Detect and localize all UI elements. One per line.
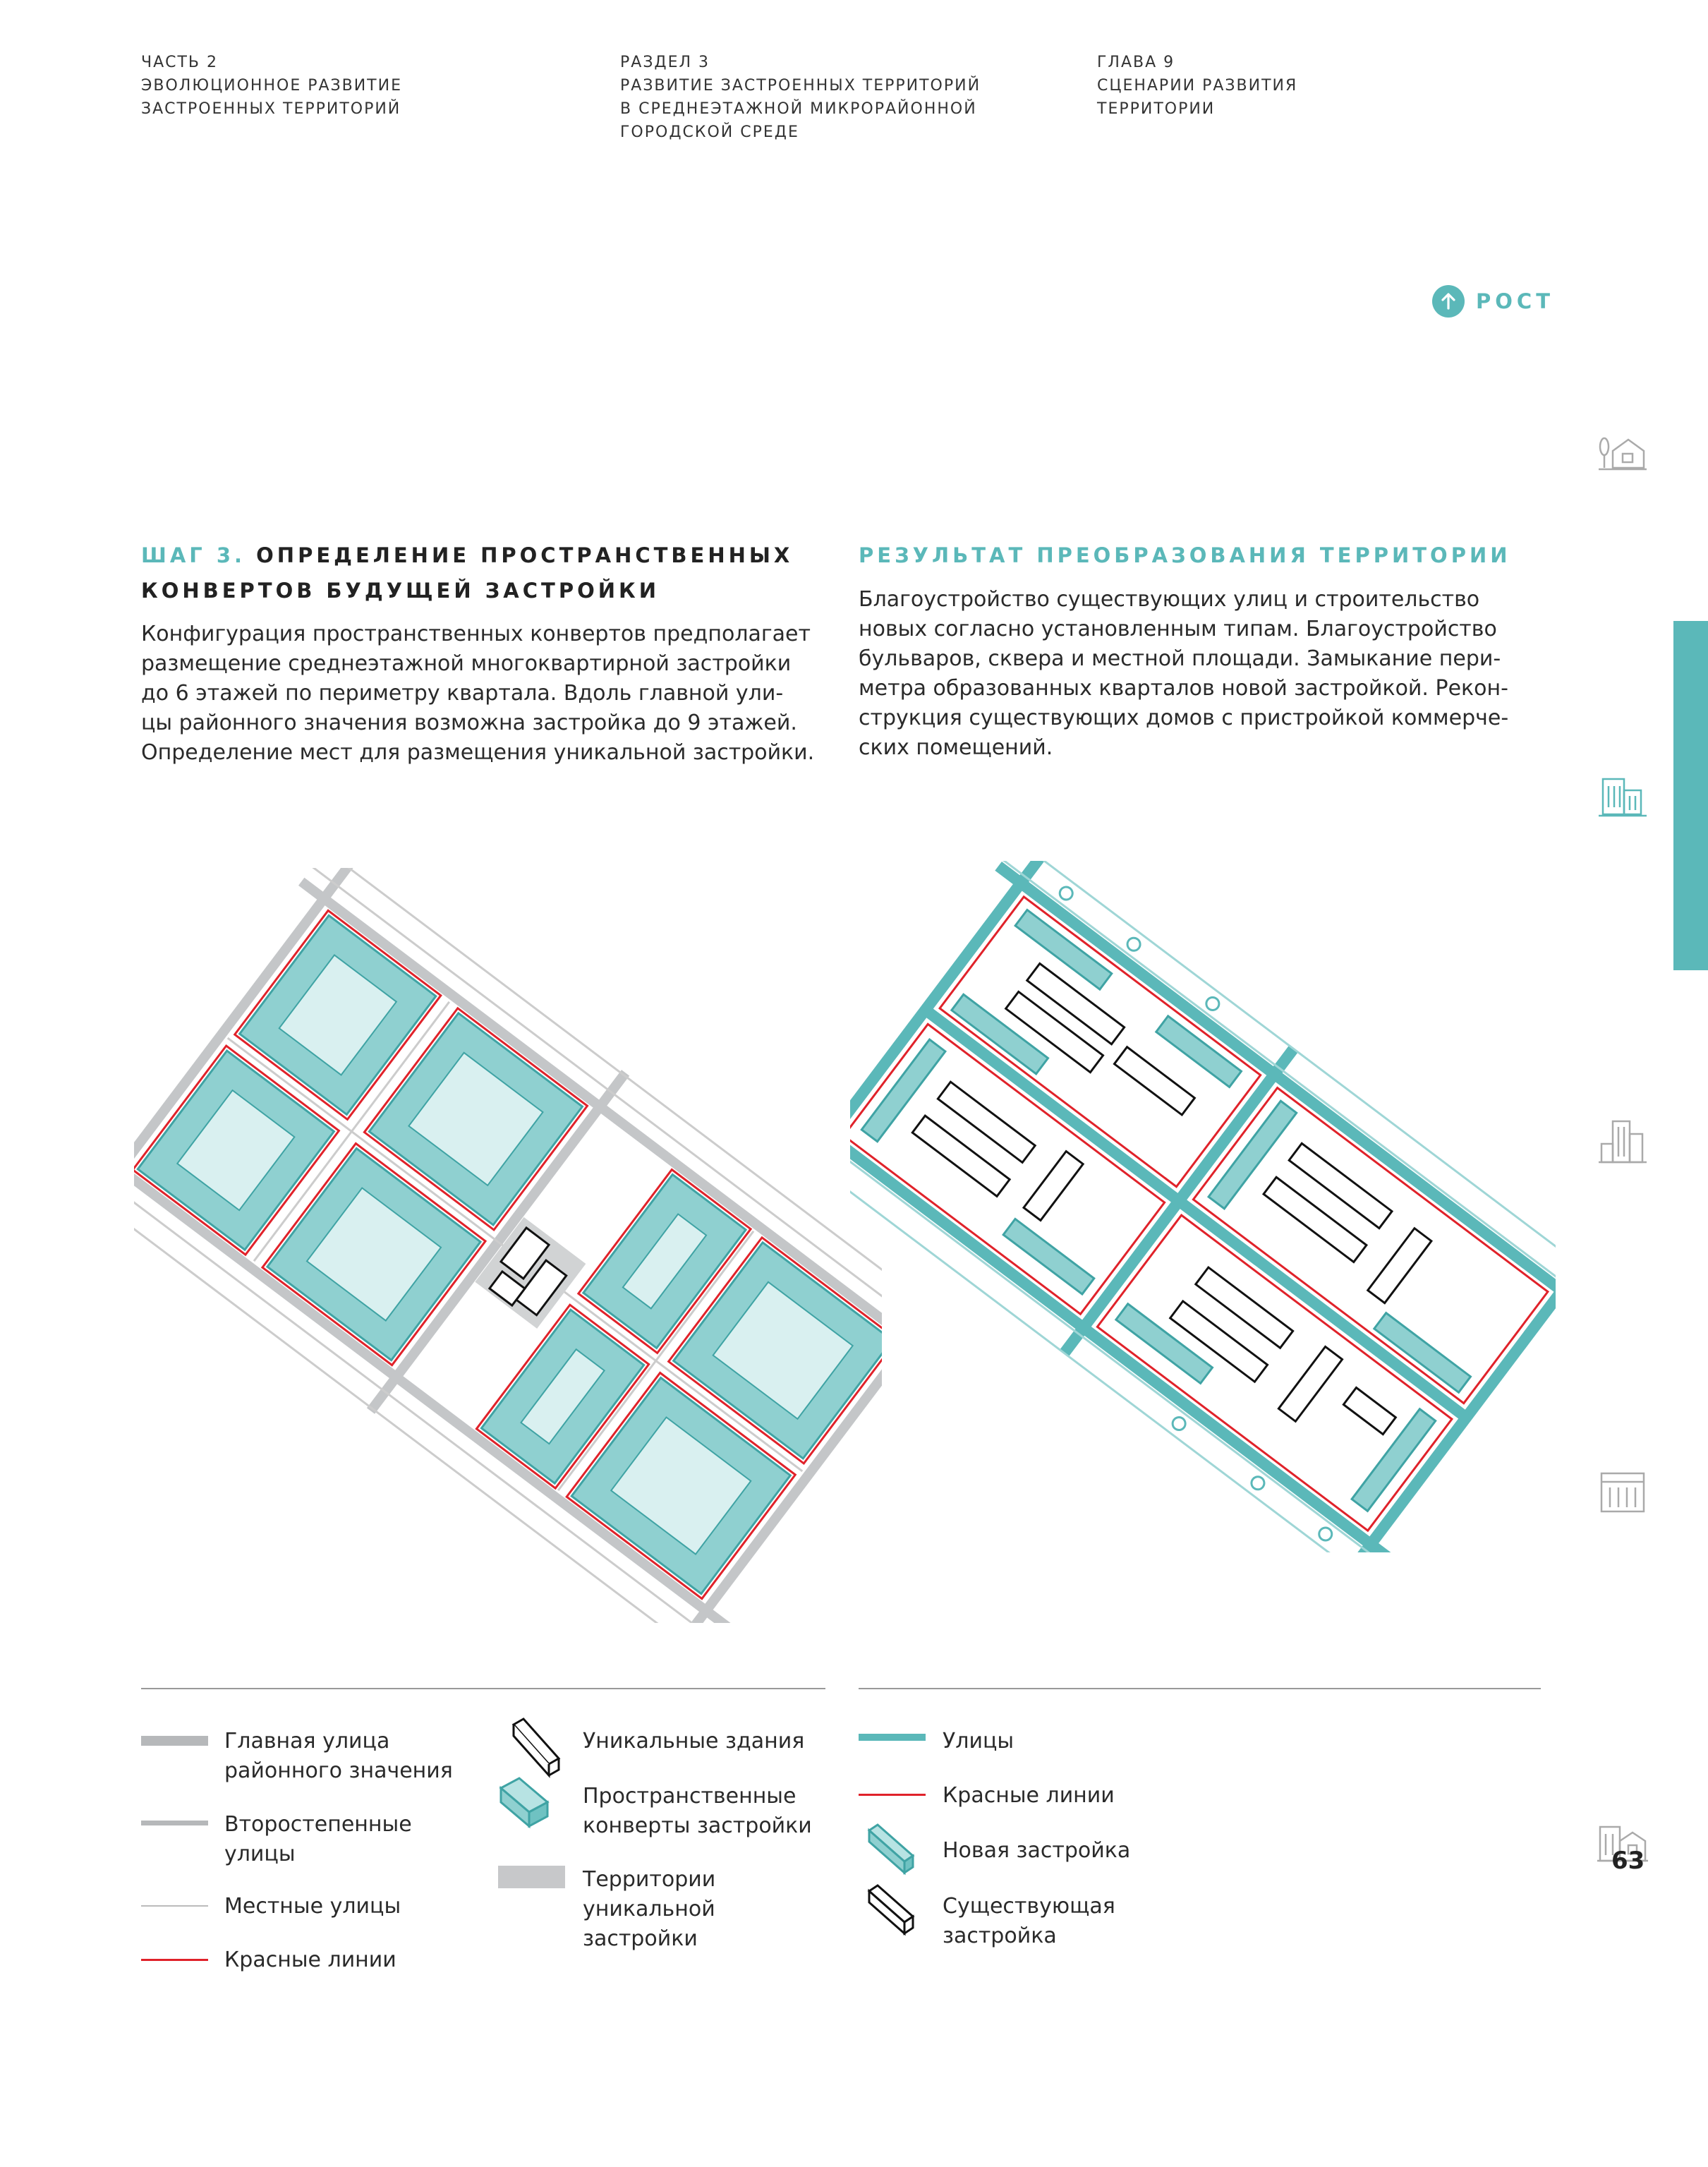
section-tab-marker [1673, 621, 1708, 970]
header-part-line: ЗАСТРОЕННЫХ ТЕРРИТОРИЙ [141, 100, 401, 118]
legend-text-line: Второстепенные [224, 1812, 412, 1837]
unique-buildings [487, 1226, 568, 1317]
result-body-line: метра образованных кварталов новой застр… [859, 676, 1508, 701]
legend-text-line: Территории [583, 1867, 716, 1892]
legend-text-line: застройка [943, 1924, 1057, 1948]
legend-envelopes: Пространственные конверты застройки [583, 1782, 812, 1841]
legend-red-lines: Красные линии [224, 1945, 396, 1975]
header-chapter-line: ГЛАВА 9 [1097, 54, 1175, 71]
legend-red-line-swatch-right [859, 1794, 926, 1796]
streets [850, 861, 1556, 1552]
legend-secondary-street-swatch [141, 1821, 208, 1825]
header-chapter-line: ТЕРРИТОРИИ [1097, 100, 1216, 118]
legend-main-street-swatch [141, 1736, 208, 1746]
step-prefix: ШАГ 3. [141, 543, 246, 567]
step-body-line: Конфигурация пространственных конвертов … [141, 622, 811, 646]
legend-red-lines-right: Красные линии [943, 1781, 1115, 1811]
step-title-line: КОНВЕРТОВ БУДУЩЕЙ ЗАСТРОЙКИ [141, 579, 660, 603]
legend-text-line: Пространственные [583, 1784, 797, 1809]
legend-secondary-streets: Второстепенные улицы [224, 1810, 412, 1869]
legend-street-swatch [859, 1734, 926, 1741]
legend-main-street: Главная улица районного значения [224, 1727, 453, 1786]
legend-divider-right [859, 1688, 1541, 1689]
red-lines [850, 895, 1550, 1533]
mixed-buildings-icon[interactable] [1596, 1817, 1649, 1866]
existing-building-icon [867, 1884, 915, 1936]
legend-local-streets: Местные улицы [224, 1892, 401, 1921]
header-part: ЧАСТЬ 2 ЭВОЛЮЦИОННОЕ РАЗВИТИЕ ЗАСТРОЕННЫ… [141, 51, 402, 121]
header-part-line: ЧАСТЬ 2 [141, 54, 219, 71]
house-tree-icon[interactable] [1596, 425, 1649, 475]
red-lines [134, 909, 882, 1600]
envelopes-map [134, 868, 882, 1623]
legend-streets: Улицы [943, 1727, 1014, 1756]
legend-text-line: Главная улица [224, 1729, 390, 1753]
header-part-line: ЭВОЛЮЦИОННОЕ РАЗВИТИЕ [141, 77, 402, 95]
result-body: Благоустройство существующих улиц и стро… [859, 585, 1508, 763]
legend-new-buildings: Новая застройка [943, 1836, 1130, 1866]
legend-text-line: Местные улицы [224, 1894, 401, 1919]
legend-text-line: застройки [583, 1926, 698, 1951]
growth-label: РОСТ [1476, 289, 1554, 313]
legend-text-line: улицы [224, 1842, 296, 1866]
new-building-icon [867, 1823, 915, 1876]
header-section-line: РАЗДЕЛ 3 [620, 54, 710, 71]
unique-territory [475, 1217, 586, 1329]
header-section-line: РАЗВИТИЕ ЗАСТРОЕННЫХ ТЕРРИТОРИЙ [620, 77, 981, 95]
step-heading: ШАГ 3. ОПРЕДЕЛЕНИЕ ПРОСТРАНСТВЕННЫХ КОНВ… [141, 538, 793, 608]
step-body-line: размещение среднеэтажной многоквартирной… [141, 651, 792, 676]
legend-divider-left [141, 1688, 825, 1689]
legend-text-line: Уникальные здания [583, 1729, 805, 1753]
result-body-line: бульваров, сквера и местной площади. Зам… [859, 646, 1501, 671]
step-body: Конфигурация пространственных конвертов … [141, 620, 814, 768]
legend-existing-buildings: Существующая застройка [943, 1892, 1115, 1951]
legend-local-street-swatch [141, 1905, 208, 1907]
result-map [850, 861, 1556, 1552]
header-section: РАЗДЕЛ 3 РАЗВИТИЕ ЗАСТРОЕННЫХ ТЕРРИТОРИЙ… [620, 51, 981, 144]
legend-red-line-swatch [141, 1959, 208, 1961]
growth-badge: РОСТ [1432, 285, 1554, 318]
legend-text-line: Красные линии [224, 1948, 396, 1972]
header-section-line: ГОРОДСКОЙ СРЕДЕ [620, 123, 799, 141]
page-number: 63 [1611, 1847, 1645, 1875]
step-body-line: цы районного значения возможна застройка… [141, 711, 797, 735]
result-body-line: ских помещений. [859, 735, 1053, 760]
arrow-up-icon [1432, 285, 1465, 318]
new-buildings [860, 908, 1472, 1513]
existing-buildings [911, 962, 1434, 1436]
legend-text-line: уникальной [583, 1897, 715, 1921]
legend-text-line: Улицы [943, 1729, 1014, 1753]
apartment-block-icon[interactable] [1596, 1468, 1649, 1517]
legend-text-line: Существующая [943, 1894, 1115, 1919]
unique-building-icon [511, 1718, 561, 1778]
result-heading: РЕЗУЛЬТАТ ПРЕОБРАЗОВАНИЯ ТЕРРИТОРИИ [859, 543, 1511, 567]
legend-text-line: конверты застройки [583, 1813, 812, 1838]
step-body-line: Определение мест для размещения уникальн… [141, 740, 815, 765]
result-body-line: Благоустройство существующих улиц и стро… [859, 587, 1480, 612]
result-body-line: новых согласно установленным типам. Благ… [859, 617, 1497, 641]
step-body-line: до 6 этажей по периметру квартала. Вдоль… [141, 681, 784, 706]
legend-text-line: Новая застройка [943, 1838, 1131, 1863]
result-body-line: струкция существующих домов с пристройко… [859, 706, 1509, 730]
legend-unique-buildings: Уникальные здания [583, 1727, 804, 1756]
legend-unique-territories: Территории уникальной застройки [583, 1865, 715, 1954]
legend-text-line: районного значения [224, 1758, 453, 1783]
header-chapter: ГЛАВА 9 СЦЕНАРИИ РАЗВИТИЯ ТЕРРИТОРИИ [1097, 51, 1297, 121]
midrise-buildings-icon[interactable] [1596, 772, 1649, 821]
secondary-streets [134, 868, 882, 1623]
boulevards [850, 861, 1556, 1552]
step-title-line: ОПРЕДЕЛЕНИЕ ПРОСТРАНСТВЕННЫХ [256, 543, 794, 567]
header-chapter-line: СЦЕНАРИИ РАЗВИТИЯ [1097, 77, 1298, 95]
envelope-icon [499, 1777, 550, 1829]
trees [1058, 886, 1333, 1542]
legend-text-line: Красные линии [943, 1783, 1115, 1808]
header-section-line: В СРЕДНЕЭТАЖНОЙ МИКРОРАЙОННОЙ [620, 100, 977, 118]
legend-unique-territory-swatch [498, 1866, 565, 1888]
courtyards [176, 954, 854, 1555]
tower-icon[interactable] [1596, 1118, 1649, 1168]
